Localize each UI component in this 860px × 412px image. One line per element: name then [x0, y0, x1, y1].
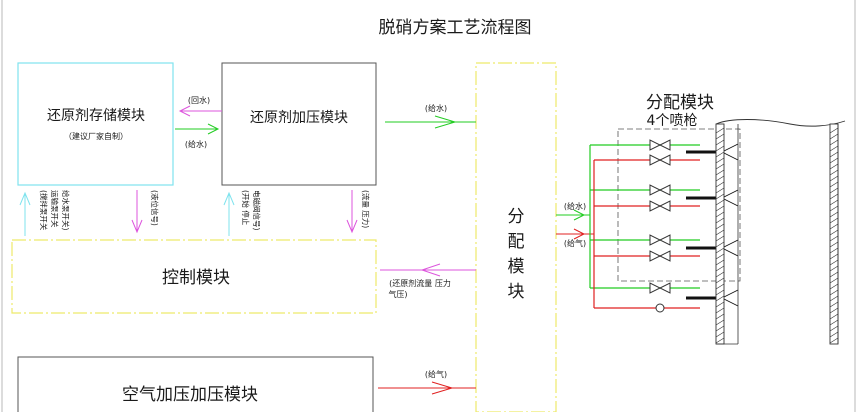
storage-module-label: 还原剂存储模块 — [47, 108, 145, 124]
dist-air-arrow — [556, 228, 594, 240]
press-down-label: (流量 压力) — [361, 190, 371, 228]
dist-to-control-label-2: 气压) — [388, 289, 407, 299]
dist-to-control-label-1: (还原剂流量 压力 — [389, 278, 451, 288]
supply-water-label: (给水) — [185, 139, 207, 149]
supply-air-bottom-arrow — [378, 381, 476, 395]
storage-up-label-2: 运输泵开关 — [50, 190, 60, 228]
distribution-char-4: 块 — [508, 282, 525, 302]
storage-module-sublabel: （建议厂家自制） — [64, 131, 128, 141]
storage-up-label-1: (搅拌泵开关 — [39, 190, 49, 231]
distribution-char-1: 分 — [508, 207, 525, 227]
supply-water-top-arrow — [385, 115, 476, 129]
supply-water-top-label: (给水) — [425, 103, 447, 113]
control-module-label: 控制模块 — [162, 268, 230, 288]
valve-icon — [649, 139, 671, 313]
injection-subtitle: 4个喷枪 — [647, 112, 698, 129]
injection-frame — [617, 128, 741, 282]
press-up-arrow — [223, 191, 235, 236]
control-module-box — [11, 239, 377, 314]
storage-down-label: (液位信号) — [150, 190, 160, 226]
dist-to-control-arrow — [380, 263, 476, 277]
wall-hatch — [715, 127, 839, 344]
return-water-label: (回水) — [188, 95, 210, 105]
pressurize-module-box — [221, 62, 377, 186]
dist-water-label: (给水) — [564, 201, 586, 211]
injection-title: 分配模块 — [646, 93, 714, 113]
dist-water-arrow — [556, 209, 590, 221]
storage-down-arrow — [131, 190, 143, 234]
return-water-arrow — [178, 105, 222, 117]
storage-module-box — [17, 62, 174, 186]
diagram-title: 脱硝方案工艺流程图 — [379, 18, 532, 38]
distribution-module-box — [475, 62, 557, 412]
press-up-label-1: (开始 停止 — [241, 190, 251, 226]
air-module-box — [17, 356, 374, 412]
furnace-wall — [715, 119, 846, 345]
storage-up-label-3: 给水泵开关) — [61, 190, 71, 230]
distribution-char-3: 模 — [508, 257, 525, 277]
distribution-char-2: 配 — [508, 232, 525, 252]
pressurize-module-label: 还原剂加压模块 — [250, 110, 348, 126]
lance-icon — [686, 143, 739, 307]
storage-up-arrow — [19, 191, 31, 236]
air-module-label: 空气加压加压模块 — [122, 385, 258, 405]
dist-air-label: (给气) — [564, 238, 586, 248]
press-up-label-2: 电磁阀信号) — [252, 190, 262, 230]
water-manifold — [589, 144, 700, 289]
press-down-arrow — [346, 190, 358, 234]
supply-water-arrow — [175, 123, 220, 135]
air-manifold — [593, 159, 700, 309]
supply-air-bottom-label: (给气) — [425, 369, 447, 379]
